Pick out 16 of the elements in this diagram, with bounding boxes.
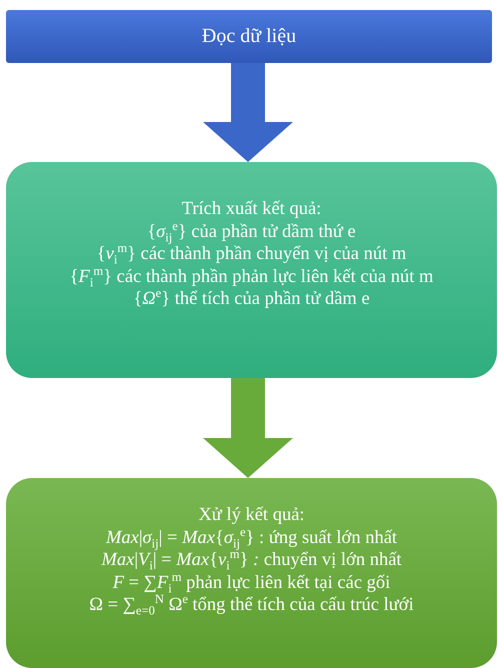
formula-text: Max|σ$_{ij}$| = Max{σ$_{ij}$$^{e}$} : ứng suất lớn nhất: [106, 526, 398, 550]
formula-text: Max|V$_{i}$| = Max{v$_{i}$$^{m}$} : chuyển vị lớn nhất: [101, 549, 402, 572]
block-arrow: [203, 378, 293, 478]
formula-text: F = ∑F$_{i}$$^{m}$ phản lực liên kết tại các gối: [112, 572, 390, 594]
box-heading: Trích xuất kết quả:: [182, 198, 322, 221]
block-arrow: [203, 63, 293, 162]
process-box: [6, 10, 492, 63]
formula-text: Ω = ∑$_{e=0}$$^{N}$ Ω$^{e}$ tổng thể tích của cấu trúc lưới: [89, 594, 414, 617]
formula-text: {σ$_{ij}$$^{e}$} của phần tử dầm thứ e: [147, 220, 356, 244]
process-box: [6, 162, 497, 378]
box-heading: Xử lý kết quả:: [198, 504, 305, 527]
box-heading: Đọc dữ liệu: [202, 24, 296, 49]
process-box: [6, 478, 497, 668]
formula-text: {F$_{i}$$^{m}$} các thành phần phản lực liên kết của nút m: [70, 266, 434, 288]
formula-text: {v$_{i}$$^{m}$} các thành phần chuyển vị của nút m: [96, 243, 406, 266]
formula-text: {Ω$^{e}$} thể tích của phần tử dầm e: [133, 288, 370, 311]
